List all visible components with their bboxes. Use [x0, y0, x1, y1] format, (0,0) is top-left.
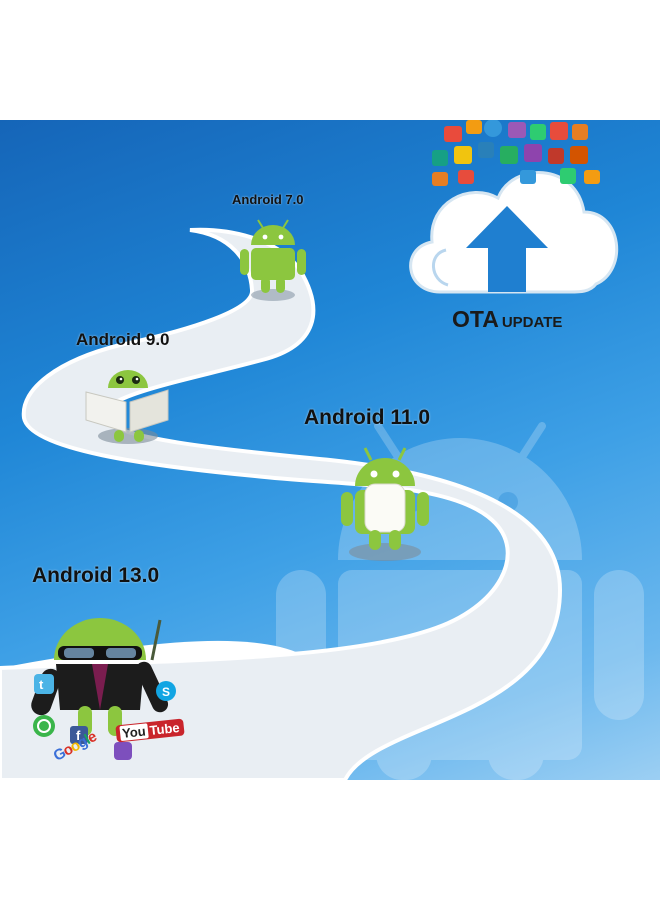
android-roadmap-banner: t f S	[0, 120, 660, 780]
svg-text:f: f	[76, 728, 81, 743]
app-tile-icons	[432, 120, 600, 186]
whatsapp-icon	[33, 715, 55, 737]
android-marshmallow-robot-icon	[341, 447, 429, 561]
youtube-you-text: You	[119, 723, 149, 742]
twitter-icon: t	[34, 674, 54, 694]
svg-text:t: t	[39, 677, 44, 692]
milestone-label-android-11: Android 11.0	[304, 406, 431, 429]
viber-icon	[114, 742, 132, 760]
android-robot-icon	[240, 219, 306, 301]
milestone-label-android-7: Android 7.0	[232, 192, 304, 207]
youtube-tube-text: Tube	[148, 719, 181, 738]
facebook-icon: f	[70, 726, 88, 744]
android-reading-robot-icon	[85, 370, 169, 444]
scene-graphic: t f S	[0, 120, 644, 780]
svg-text:S: S	[162, 685, 170, 699]
ota-label-big: OTA	[452, 306, 499, 332]
milestone-label-android-9: Android 9.0	[76, 330, 170, 349]
ota-label-small: UPDATE	[501, 314, 563, 331]
cloud-upload-icon	[409, 171, 619, 294]
road	[0, 227, 563, 780]
milestone-label-android-13: Android 13.0	[32, 564, 160, 587]
skype-icon: S	[156, 681, 176, 701]
